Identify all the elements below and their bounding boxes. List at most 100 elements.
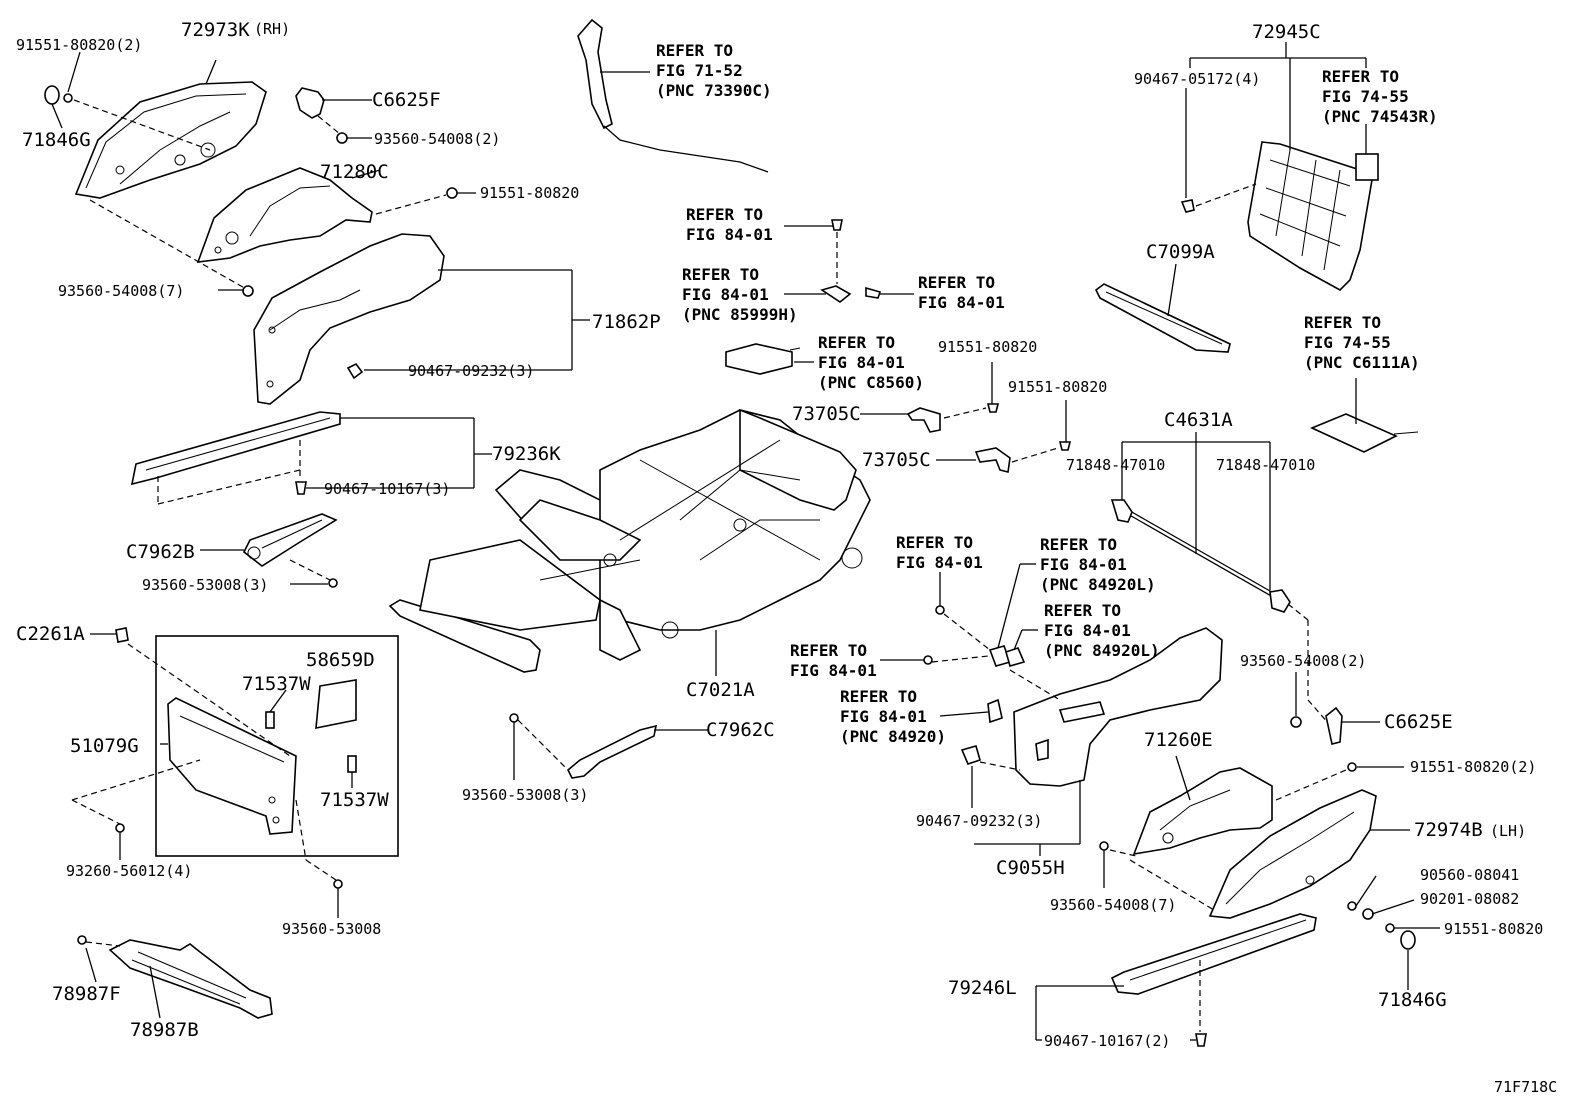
label-71846G-b: 71846G [1378, 989, 1447, 1011]
rod-C4631A[interactable] [1126, 509, 1284, 603]
screw-93560-54008-7-upper[interactable] [242, 285, 254, 297]
label-73705C-b: 73705C [862, 449, 931, 471]
panel-71280C[interactable] [196, 167, 373, 263]
harness-73390C[interactable] [577, 18, 769, 173]
label-71537W-a[interactable] [265, 711, 275, 729]
screw-91551-80820-lower[interactable] [1385, 923, 1395, 933]
switch-84920L-b[interactable] [1005, 647, 1026, 667]
label-78987F: 78987F [52, 983, 121, 1005]
screw-91551-80820-mid-a[interactable] [986, 403, 1000, 413]
screw-93560-53008-lower[interactable] [333, 879, 343, 889]
label-C9055H: C9055H [996, 857, 1065, 879]
refer-block-C8560[interactable]: REFER TO FIG 84-01 (PNC C8560) [818, 333, 924, 392]
module-C8560[interactable] [725, 343, 801, 375]
screw-91551-80820-2-left[interactable] [63, 93, 73, 103]
cover-72974B-lh[interactable] [1208, 789, 1377, 919]
label-93260-56012-4: 93260-56012(4) [66, 862, 192, 880]
cover-C7962B[interactable] [242, 513, 338, 567]
clip-90467-10167-3[interactable] [295, 481, 307, 495]
label-90467-05172-4: 90467-05172(4) [1134, 70, 1260, 88]
screw-91551-80820-upper[interactable] [446, 187, 458, 199]
refer-block-84-01-b[interactable]: REFER TO FIG 84-01 [918, 273, 1005, 312]
label-71846G-a: 71846G [22, 129, 91, 151]
refer-block-85999H[interactable]: REFER TO FIG 84-01 (PNC 85999H) [682, 265, 798, 324]
label-C7021A: C7021A [686, 679, 755, 701]
label-74543R[interactable] [1355, 153, 1379, 181]
connector-85999H[interactable] [820, 285, 852, 303]
bushing-71848-47010-b[interactable] [1269, 589, 1291, 613]
label-93560-54008-2-b: 93560-54008(2) [1240, 652, 1366, 670]
clip-refer-84-01-b[interactable] [865, 286, 882, 299]
clip-71846G-right[interactable] [1400, 930, 1416, 950]
clip-90467-09232-3-lower[interactable] [960, 745, 981, 765]
screw-91551-80820-mid-b[interactable] [1058, 441, 1072, 451]
panel-C9055H[interactable] [1013, 627, 1223, 787]
label-71848-47010-a: 71848-47010 [1066, 456, 1165, 474]
label-90467-10167-3: 90467-10167(3) [324, 480, 450, 498]
refer-block-73390C[interactable]: REFER TO FIG 71-52 (PNC 73390C) [656, 41, 772, 100]
screw-93560-53008-3-left[interactable] [328, 578, 338, 588]
label-91551-80820-2-a: 91551-80820(2) [16, 36, 142, 54]
bracket-C7962C[interactable] [567, 724, 658, 779]
label-71848-47010-b: 71848-47010 [1216, 456, 1315, 474]
clip-78987F[interactable] [77, 935, 87, 945]
washer-90201-08082[interactable] [1362, 908, 1374, 920]
rail-79246L[interactable] [1110, 913, 1317, 995]
label-72945C: 72945C [1252, 21, 1321, 43]
screw-93560-54008-7-lower[interactable] [1099, 841, 1109, 851]
label-58659D[interactable] [315, 679, 357, 729]
bar-C7099A[interactable] [1094, 283, 1231, 353]
label-79246L: 79246L [948, 977, 1017, 999]
label-72973K-side: (RH) [254, 20, 290, 38]
label-C6625E: C6625E [1384, 711, 1453, 733]
clip-C2261A[interactable] [115, 627, 129, 643]
label-71260E: 71260E [1144, 729, 1213, 751]
refer-block-84-01-a[interactable]: REFER TO FIG 84-01 [686, 205, 773, 244]
refer-block-84920L-a[interactable]: REFER TO FIG 84-01 (PNC 84920L) [1040, 535, 1156, 594]
bracket-C6625E[interactable] [1325, 706, 1343, 745]
label-71537W-a: 71537W [242, 673, 311, 695]
screw-93260-56012-4[interactable] [115, 823, 125, 833]
bolt-refer-84-01-d[interactable] [923, 655, 933, 665]
bracket-73705C-b[interactable] [974, 447, 1011, 473]
label-90467-09232-3-a: 90467-09232(3) [408, 362, 534, 380]
label-51079G: 51079G [70, 735, 139, 757]
switch-84920[interactable] [987, 698, 1003, 724]
refer-block-84920L-b[interactable]: REFER TO FIG 84-01 (PNC 84920L) [1044, 601, 1160, 660]
refer-block-84-01-c[interactable]: REFER TO FIG 84-01 [896, 533, 983, 572]
bolt-refer-84-01-a[interactable] [831, 219, 843, 231]
panel-72945C[interactable] [1247, 141, 1373, 291]
bracket-51079G[interactable] [167, 697, 297, 835]
label-93560-54008-7-b: 93560-54008(7) [1050, 896, 1176, 914]
part-72973K-rh-side-cover[interactable] [74, 81, 267, 199]
trim-71862P[interactable] [253, 233, 445, 405]
clip-90467-10167-2[interactable] [1195, 1033, 1207, 1047]
clip-90467-05172-4[interactable] [1180, 199, 1195, 213]
screw-91551-80820-2-right[interactable] [1347, 762, 1357, 772]
label-C6625F: C6625F [372, 89, 441, 111]
bushing-71848-47010-a[interactable] [1110, 499, 1133, 523]
label-71537W-b: 71537W [320, 789, 389, 811]
cover-78987B[interactable] [108, 939, 273, 1019]
clip-71846G-left[interactable] [44, 85, 60, 105]
pad-C6111A[interactable] [1310, 413, 1419, 453]
nut-90560-08041[interactable] [1347, 901, 1357, 911]
screw-93560-53008-3-mid[interactable] [509, 713, 519, 723]
bracket-C6625F[interactable] [295, 87, 348, 144]
label-91551-80820-a: 91551-80820 [480, 184, 579, 202]
clip-90467-09232-3-upper[interactable] [346, 362, 364, 380]
rail-79236K[interactable] [130, 411, 341, 486]
refer-block-74543R[interactable]: REFER TO FIG 74-55 (PNC 74543R) [1322, 67, 1438, 126]
refer-block-84920[interactable]: REFER TO FIG 84-01 (PNC 84920) [840, 687, 946, 746]
seat-frame-C7021A[interactable] [388, 408, 871, 673]
bolt-refer-84-01-c[interactable] [935, 605, 945, 615]
label-71862P: 71862P [592, 311, 661, 333]
label-C2261A: C2261A [16, 623, 85, 645]
label-71280C: 71280C [320, 161, 389, 183]
refer-block-C6111A[interactable]: REFER TO FIG 74-55 (PNC C6111A) [1304, 313, 1420, 372]
refer-block-84-01-d[interactable]: REFER TO FIG 84-01 [790, 641, 877, 680]
panel-71260E[interactable] [1132, 767, 1273, 856]
label-71537W-b[interactable] [347, 755, 357, 773]
clip-93560-54008-2-right[interactable] [1290, 716, 1302, 728]
bracket-73705C-a[interactable] [906, 407, 941, 433]
